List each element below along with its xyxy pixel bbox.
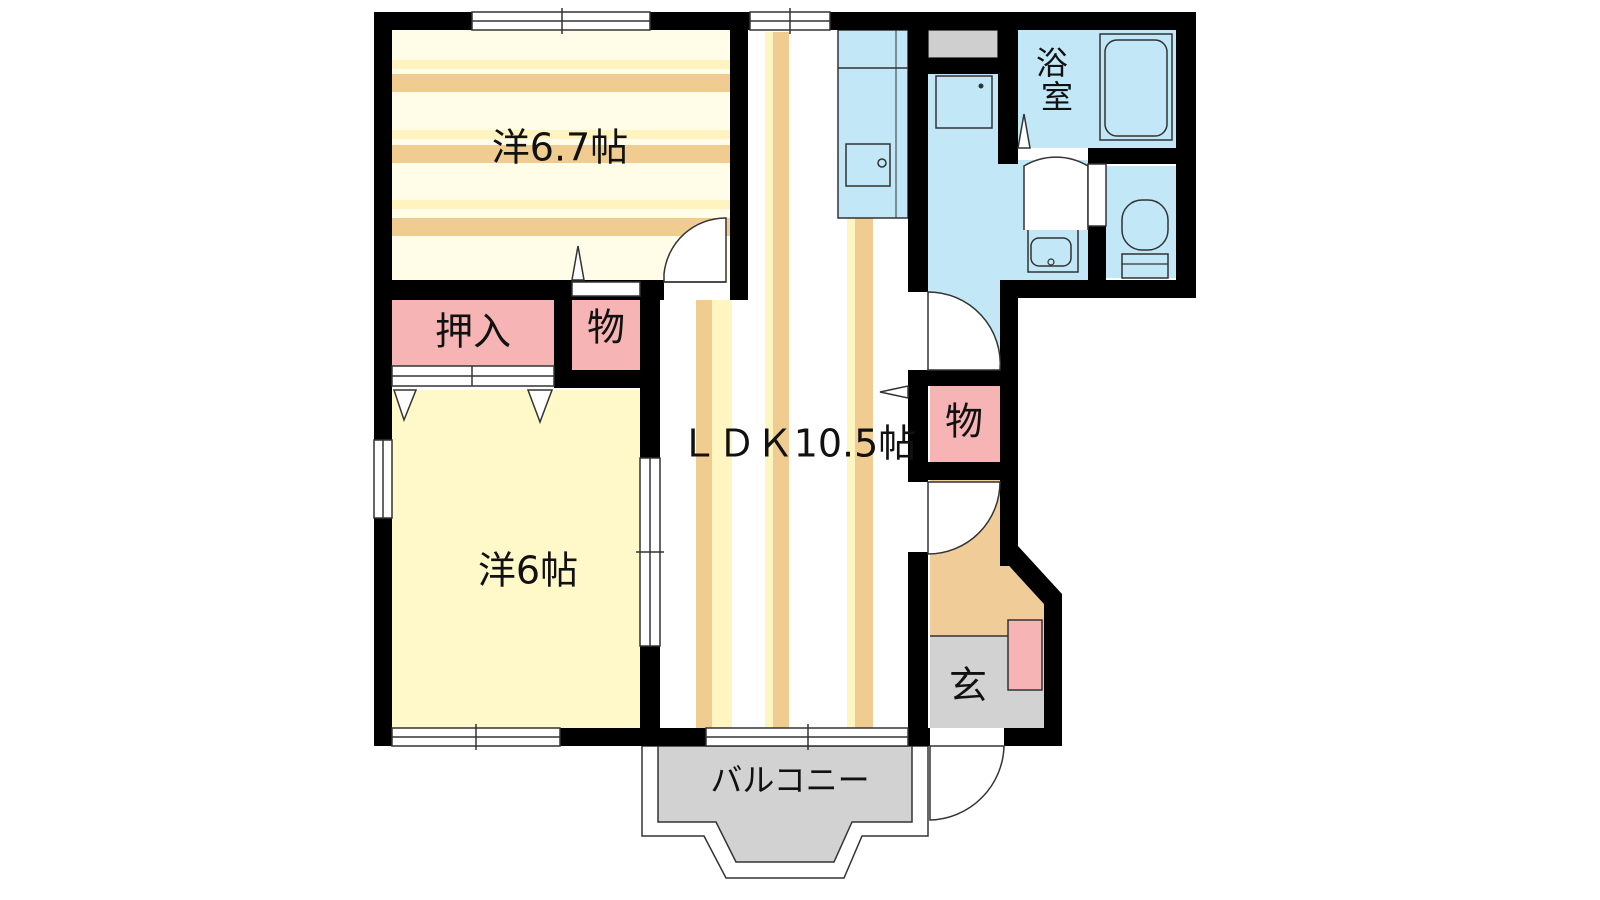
- label-bath-1: 浴: [1036, 44, 1068, 82]
- label-entrance: 玄: [949, 664, 987, 708]
- label-bath: 浴 室: [1036, 44, 1078, 116]
- western-room-6: [392, 390, 640, 728]
- label-ldk: ＬＤＫ10.5帖: [680, 422, 917, 466]
- storage-closet-2: [930, 386, 1000, 462]
- label-oshiire: 押入: [435, 310, 511, 354]
- doors: [391, 113, 1107, 821]
- kitchen-counter: [837, 29, 909, 219]
- storage-closet-1: [572, 296, 640, 370]
- walls: [374, 12, 1196, 746]
- label-western-6: 洋6帖: [478, 549, 578, 593]
- label-storage-1: 物: [587, 306, 625, 350]
- wet-area: [927, 29, 1176, 354]
- label-storage-2: 物: [945, 400, 983, 444]
- ldk-room: [660, 30, 910, 728]
- label-balcony: バルコニー: [710, 761, 869, 799]
- oshiire-closet: [392, 300, 554, 366]
- label-western-6-7: 洋6.7帖: [492, 126, 628, 170]
- windows: [373, 8, 909, 750]
- label-bath-2: 室: [1041, 78, 1073, 116]
- labels: 洋6.7帖 洋6帖 押入 物 物 ＬＤＫ10.5帖 玄 バルコニー 浴 室: [435, 44, 1078, 799]
- western-room-6-7: [392, 30, 730, 280]
- balcony: [641, 745, 929, 879]
